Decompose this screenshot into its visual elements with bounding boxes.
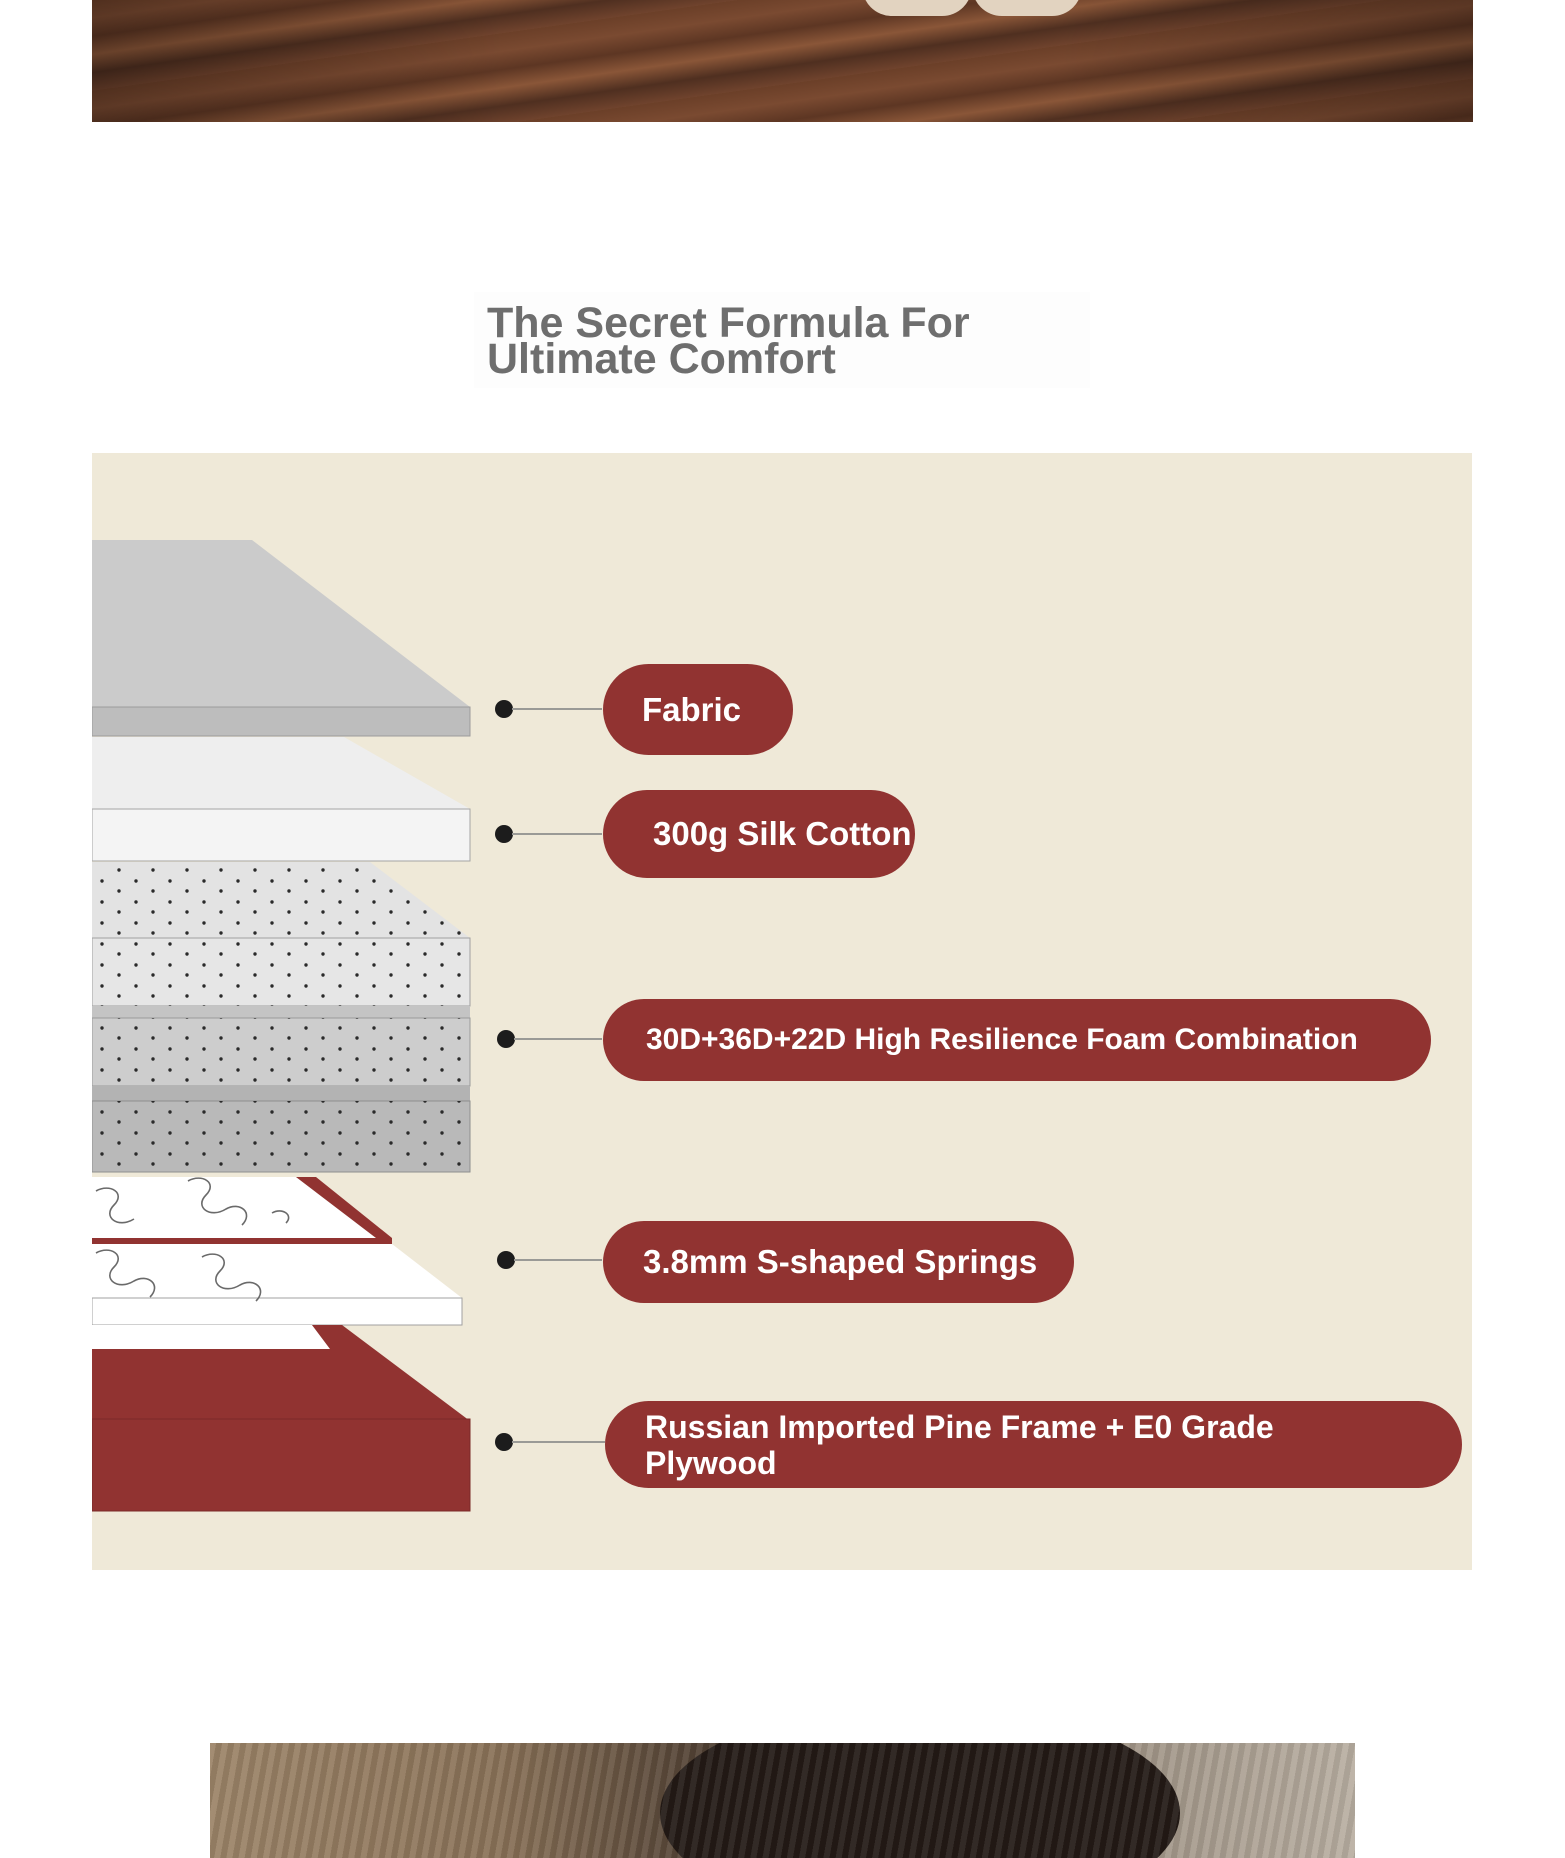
springs-label: 3.8mm S-shaped Springs [643, 1243, 1038, 1280]
photo-knit-texture [210, 1743, 1355, 1858]
slipper-right [972, 0, 1082, 16]
fabric-label-pill: Fabric [603, 664, 793, 755]
fabric-layer [92, 540, 471, 737]
heading-box [474, 292, 1090, 388]
mattress-layer-diagram: Fabric 300g Silk Cotton 30D+36D+22D High… [92, 453, 1472, 1570]
pine-frame-layer [92, 1325, 471, 1512]
slipper-left [862, 0, 972, 16]
silk-cotton-label-pill: 300g Silk Cotton [603, 790, 915, 878]
frame-marker-dot [495, 1433, 513, 1451]
silk-cotton-marker-dot [495, 825, 513, 843]
frame-leader-line [512, 1441, 605, 1443]
foam-marker-dot [497, 1030, 515, 1048]
springs-leader-line [514, 1259, 602, 1261]
hero-photo-shading [92, 0, 1473, 122]
bottom-lifestyle-photo [210, 1743, 1355, 1858]
foam-label: 30D+36D+22D High Resilience Foam Combina… [646, 1023, 1358, 1056]
foam-leader-line [514, 1038, 602, 1040]
silk-cotton-leader-line [512, 833, 602, 835]
mattress-layers-illustration [92, 540, 471, 1512]
fabric-label: Fabric [642, 690, 742, 728]
foam-layer-mid [92, 1006, 471, 1087]
hero-photo-wood-floor [92, 0, 1473, 122]
silk-cotton-label: 300g Silk Cotton [653, 815, 912, 852]
springs-marker-dot [497, 1251, 515, 1269]
frame-label: Russian Imported Pine Frame + E0 Grade P… [645, 1408, 1274, 1481]
foam-layer-light [92, 862, 471, 1007]
frame-label-pill: Russian Imported Pine Frame + E0 Grade P… [605, 1401, 1462, 1488]
photo-hair-shape [660, 1743, 1180, 1858]
fabric-marker-dot [495, 700, 513, 718]
foam-layer-dark [92, 1086, 471, 1173]
silk-cotton-layer [92, 737, 471, 862]
springs-label-pill: 3.8mm S-shaped Springs [603, 1221, 1074, 1303]
spring-layer [92, 1177, 463, 1326]
section-heading: The Secret Formula For Ultimate Comfort [487, 299, 970, 383]
foam-label-pill: 30D+36D+22D High Resilience Foam Combina… [603, 999, 1431, 1081]
fabric-leader-line [512, 708, 602, 710]
